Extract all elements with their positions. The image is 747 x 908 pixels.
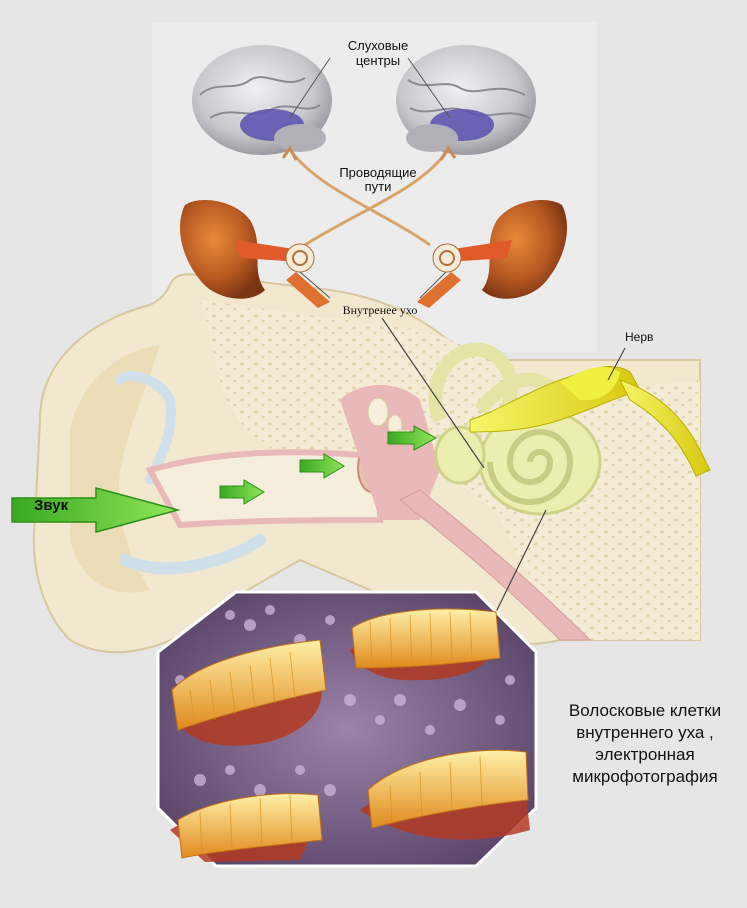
pathways-label: Проводящие пути [318, 166, 438, 194]
hair-cell-micrograph [158, 592, 536, 866]
pathways-line-2: пути [318, 180, 438, 194]
nerve-label: Нерв [625, 330, 653, 344]
caption-line-3: электронная [540, 744, 747, 766]
pathways-line-1: Проводящие [318, 166, 438, 180]
hearing-centers-line-2: центры [318, 53, 438, 68]
hearing-centers-label: Слуховые центры [318, 38, 438, 68]
inner-ear-label: Внутренее ухо [318, 303, 442, 318]
sound-label: Звук [34, 497, 68, 514]
hearing-centers-line-1: Слуховые [318, 38, 438, 53]
ear-canal [150, 452, 380, 525]
brain-icon [192, 45, 332, 155]
caption-line-4: микрофотография [540, 766, 747, 788]
caption-line-2: внутреннего уха , [540, 722, 747, 744]
caption-line-1: Волосковые клетки [540, 700, 747, 722]
micrograph-caption: Волосковые клетки внутреннего уха , элек… [540, 700, 747, 788]
